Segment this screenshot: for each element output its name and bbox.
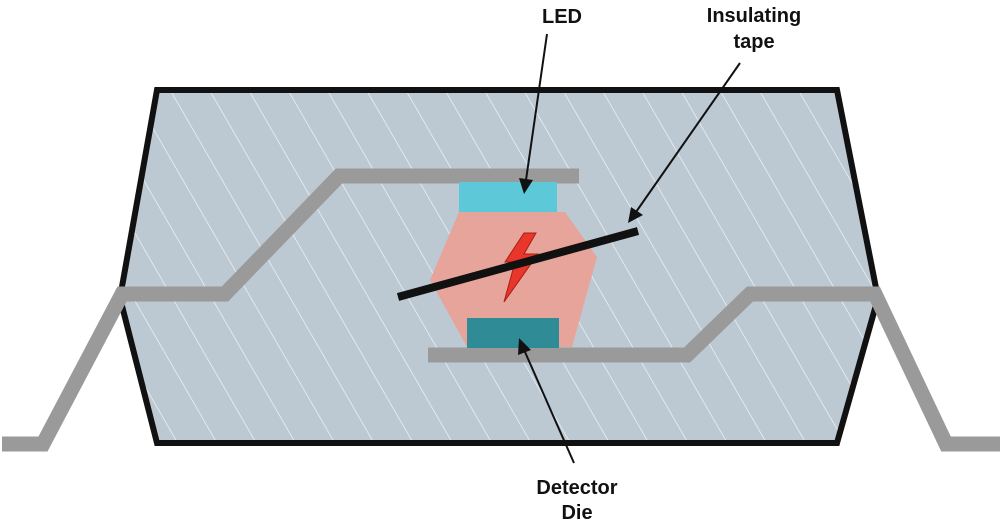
insulating-tape-leader-arrow <box>628 62 741 223</box>
detector-die-label-line1: Detector <box>536 477 617 499</box>
detector-lead-frame <box>428 286 1000 452</box>
led-die <box>459 182 557 212</box>
led-label: LED <box>542 6 582 28</box>
insulating-tape-label-line2: tape <box>733 31 774 53</box>
detector-die <box>467 318 559 348</box>
insulating-tape-label-line1: Insulating <box>707 5 801 27</box>
led-lead-frame <box>2 168 579 452</box>
led-leader-arrow <box>519 33 548 194</box>
detector-die-label-line2: Die <box>561 502 592 523</box>
lightning-bolt-icon <box>503 232 539 303</box>
insulating-tape <box>396 227 640 301</box>
detector-leader-arrow <box>518 338 575 464</box>
